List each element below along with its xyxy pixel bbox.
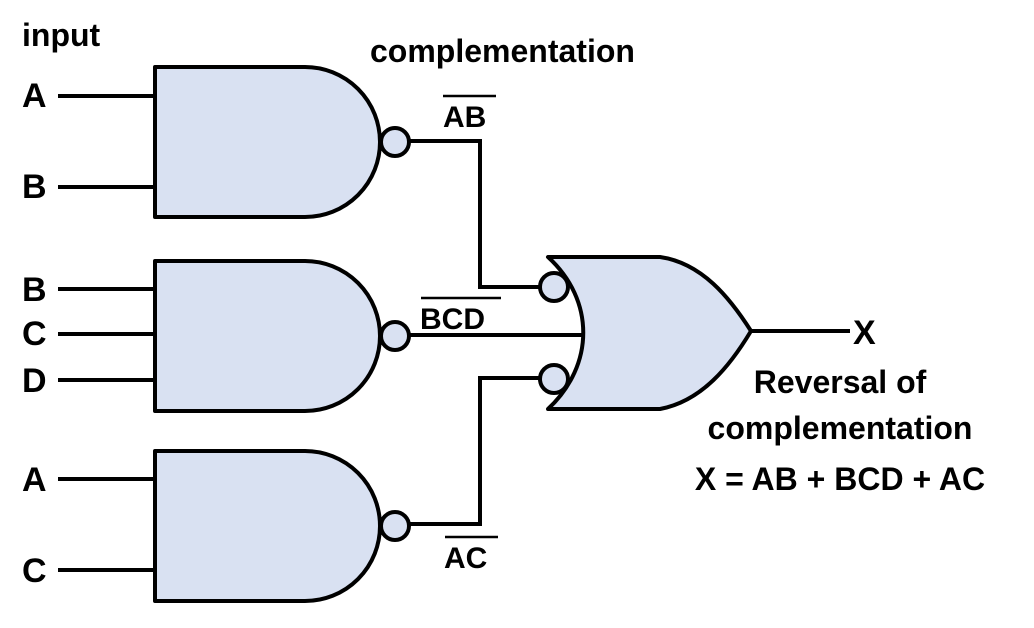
gate1-input-b-label: B	[22, 168, 47, 206]
wire-ac-bar	[407, 376, 542, 526]
term-bcd-bar: BCD	[420, 303, 485, 336]
input-title: input	[22, 17, 101, 53]
nand-gate-3	[153, 449, 382, 603]
gate3-input-a-label: A	[22, 461, 47, 499]
nand-gate-2	[153, 259, 382, 413]
gate3-input-c-label: C	[22, 552, 47, 590]
equation-label: X = AB + BCD + AC	[695, 461, 985, 497]
gate2-input-c-label: C	[22, 315, 47, 353]
or-gate	[546, 255, 753, 411]
complementation-label: complementation	[370, 33, 635, 69]
output-x-label: X	[853, 314, 876, 352]
reversal-label-line2: complementation	[708, 410, 973, 446]
gate2-input-d-label: D	[22, 362, 47, 400]
wire-ab-bar	[407, 139, 542, 289]
term-ac-bar: AC	[444, 542, 487, 575]
nand-gate-1	[153, 65, 382, 219]
reversal-label-line1: Reversal of	[754, 364, 927, 400]
term-ab-bar: AB	[443, 101, 486, 134]
nand-gate-3-bubble	[379, 510, 411, 542]
nand-gate-1-bubble	[379, 126, 411, 158]
gate1-input-a-label: A	[22, 77, 47, 115]
nand-gate-2-bubble	[379, 320, 411, 352]
or-gate-bubble-1	[538, 271, 570, 303]
or-gate-bubble-3	[538, 363, 570, 395]
gate2-input-b-label: B	[22, 271, 47, 309]
